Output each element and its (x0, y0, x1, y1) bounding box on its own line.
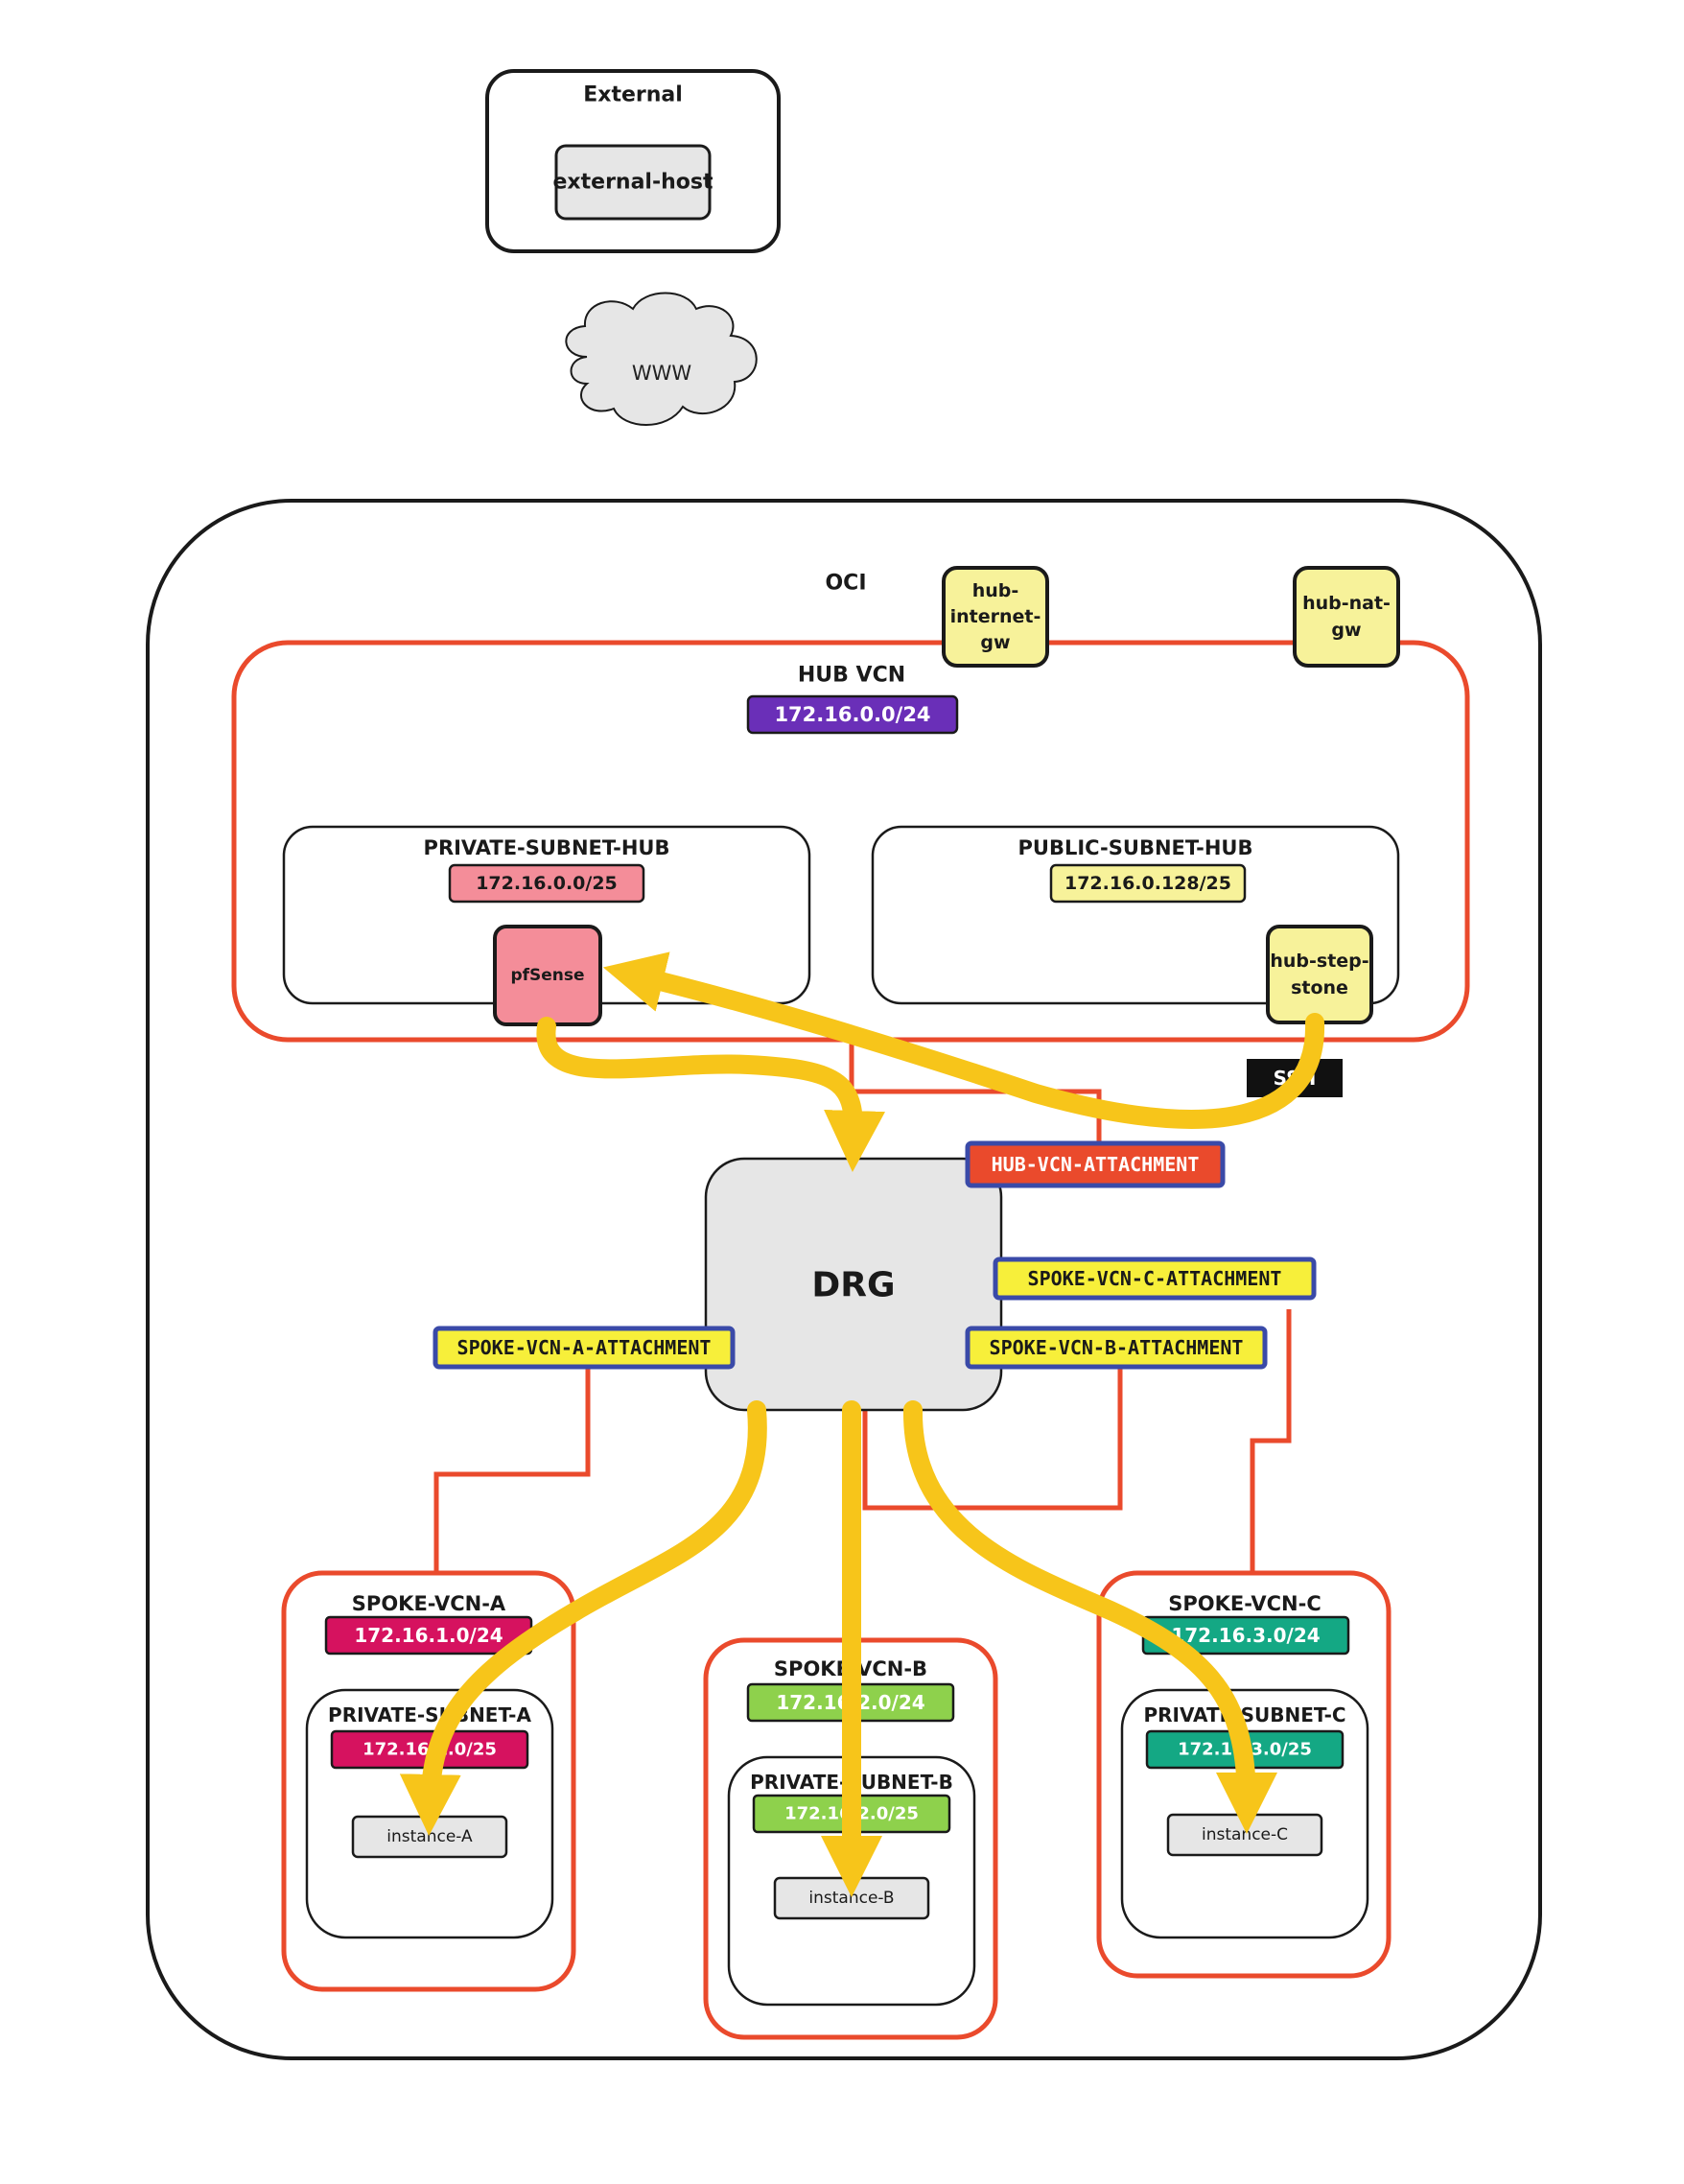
spoke-c-connector (1250, 1309, 1292, 1583)
step-stone-line-2: stone (1291, 977, 1348, 998)
spoke-vcn-a-attachment-label: SPOKE-VCN-A-ATTACHMENT (457, 1336, 712, 1359)
ssh-stepstone-to-pfsense-flow (602, 951, 1325, 1129)
hub-vcn-attachment[interactable]: HUB-VCN-ATTACHMENT (965, 1140, 1226, 1188)
internet-cloud: WWW (565, 292, 758, 426)
public-subnet-hub-cidr-badge (1049, 863, 1247, 904)
spoke-vcn-c-attachment[interactable]: SPOKE-VCN-C-ATTACHMENT (993, 1256, 1317, 1301)
hub-vcn-cidr-badge (746, 694, 959, 735)
drg-to-instance-a-flow (399, 1400, 767, 1836)
hub-internet-gw[interactable]: hub- internet- gw (942, 566, 1049, 668)
spoke-vcn-b-attachment-label: SPOKE-VCN-B-ATTACHMENT (990, 1336, 1244, 1359)
drg-label: DRG (811, 1266, 895, 1305)
spoke-a-title: SPOKE-VCN-A (352, 1592, 506, 1615)
internet-gw-line-1: hub- (972, 580, 1019, 601)
subnet-a-title: PRIVATE-SUBNET-A (328, 1703, 531, 1726)
external-zone: External external-host (485, 69, 781, 253)
public-subnet-hub-title: PUBLIC-SUBNET-HUB (1018, 836, 1253, 859)
pfsense-to-drg-flow (536, 1017, 886, 1172)
hub-vcn-attachment-label: HUB-VCN-ATTACHMENT (992, 1153, 1200, 1176)
drg-node[interactable]: DRG (704, 1157, 1003, 1412)
hub-nat-gw[interactable]: hub-nat- gw (1293, 566, 1400, 668)
traffic-flows (399, 951, 1325, 1898)
nat-gw-line-1: hub-nat- (1302, 593, 1391, 614)
pfsense-label: pfSense (510, 966, 584, 985)
nat-gw-line-2: gw (1331, 620, 1361, 641)
step-stone-line-1: hub-step- (1270, 951, 1368, 972)
spoke-vcn-a-attachment[interactable]: SPOKE-VCN-A-ATTACHMENT (433, 1326, 736, 1370)
spoke-vcn-c-attachment-label: SPOKE-VCN-C-ATTACHMENT (1028, 1267, 1282, 1290)
private-subnet-hub-cidr: 172.16.0.0/25 (476, 873, 618, 894)
external-host-label: external-host (553, 171, 713, 195)
spoke-a-cidr: 172.16.1.0/24 (354, 1624, 503, 1647)
instance-a-label: instance-A (386, 1827, 473, 1846)
spoke-c-title: SPOKE-VCN-C (1168, 1592, 1321, 1615)
spoke-c-cidr: 172.16.3.0/24 (1171, 1624, 1320, 1647)
public-subnet-hub: PUBLIC-SUBNET-HUB 172.16.0.128/25 hub-st… (871, 825, 1400, 1024)
hub-vcn-cidr: 172.16.0.0/24 (774, 703, 930, 726)
spoke-b-connector (862, 1365, 1123, 1511)
spoke-vcn-b-attachment[interactable]: SPOKE-VCN-B-ATTACHMENT (965, 1326, 1268, 1370)
external-title: External (583, 83, 683, 107)
public-subnet-hub-cidr: 172.16.0.128/25 (1064, 873, 1231, 894)
hub-vcn-title: HUB VCN (798, 664, 905, 688)
hub-step-stone-node[interactable] (1266, 925, 1373, 1024)
private-subnet-hub: PRIVATE-SUBNET-HUB 172.16.0.0/25 pfSense (282, 825, 811, 1026)
instance-c-label: instance-C (1202, 1825, 1288, 1844)
drg-to-instance-c-flow (902, 1400, 1277, 1834)
private-subnet-hub-title: PRIVATE-SUBNET-HUB (424, 836, 670, 859)
private-subnet-hub-cidr-badge (448, 863, 645, 904)
external-host-node[interactable] (554, 144, 712, 221)
internet-gw-line-3: gw (980, 632, 1010, 653)
internet-gw-line-2: internet- (950, 606, 1041, 627)
spoke-a-connector (433, 1365, 591, 1587)
instance-b-label: instance-B (808, 1889, 894, 1908)
www-label: WWW (632, 362, 692, 385)
oci-title: OCI (825, 572, 866, 596)
